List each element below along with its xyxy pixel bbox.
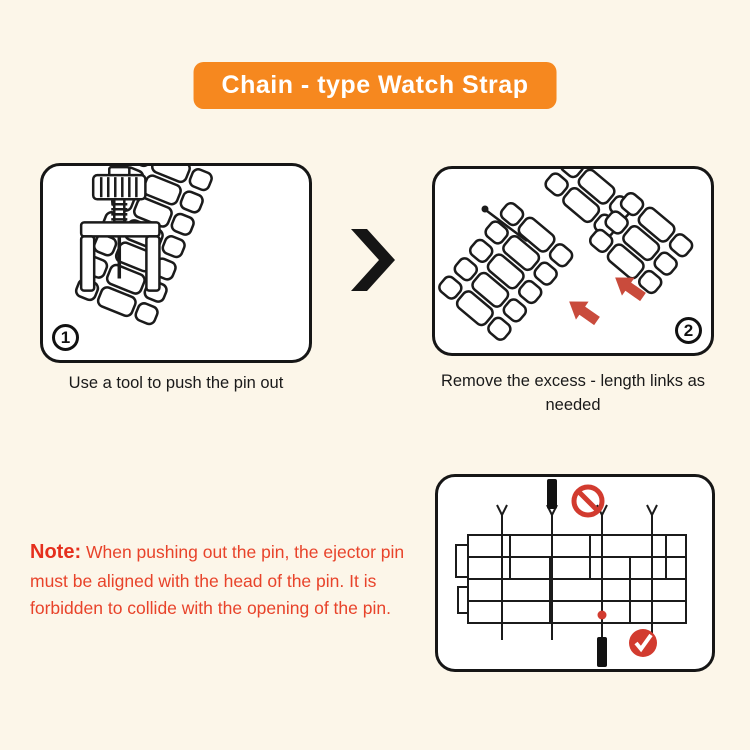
direction-arrow-icons xyxy=(569,277,646,326)
prohibition-icon xyxy=(571,484,605,518)
step1-number-badge: 1 xyxy=(52,324,79,351)
note-label: Note: xyxy=(30,541,82,563)
title-banner: Chain - type Watch Strap xyxy=(193,62,557,109)
step1-panel: 1 xyxy=(40,163,312,363)
pin-removal-tool-illustration xyxy=(72,166,216,328)
step2-caption: Remove the excess - length links as need… xyxy=(440,372,706,414)
pin-tip-marker xyxy=(597,610,607,620)
removed-pin xyxy=(481,205,528,242)
step2-number-badge: 2 xyxy=(675,317,702,344)
top-press-pin xyxy=(547,479,557,509)
bottom-press-pin xyxy=(597,637,607,667)
pin-alignment-illustration xyxy=(455,479,687,667)
chevron-right-icon xyxy=(351,229,395,291)
link-remover-tool xyxy=(79,166,161,292)
step1-caption: Use a tool to push the pin out xyxy=(68,374,284,392)
separated-links-illustration xyxy=(435,169,697,345)
page-title: Chain - type Watch Strap xyxy=(221,71,529,99)
step2-panel: 2 xyxy=(432,166,714,356)
note-body: When pushing out the pin, the ejector pi… xyxy=(30,542,405,619)
band-cross-section xyxy=(455,534,687,624)
pin-alignment-panel xyxy=(435,474,715,672)
note-text-block: Note: When pushing out the pin, the ejec… xyxy=(30,537,440,622)
check-circle-icon xyxy=(629,629,657,657)
main-band-piece xyxy=(435,198,577,345)
detached-links-right xyxy=(585,188,697,298)
